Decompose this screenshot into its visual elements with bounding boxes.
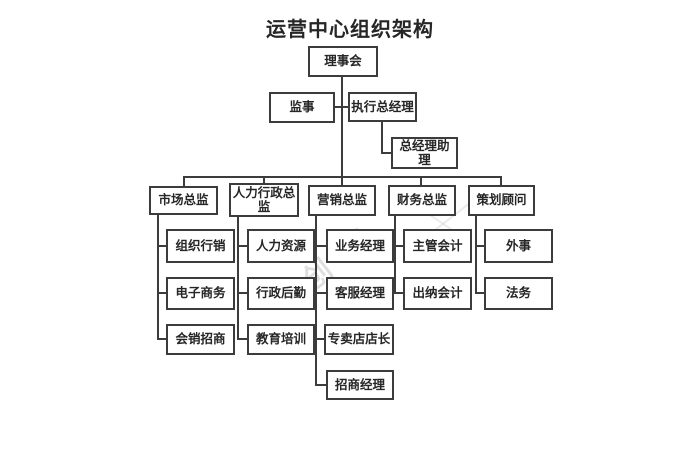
connector-child [394, 245, 403, 247]
node-org-marketing: 组织行销 [166, 229, 235, 263]
node-hr-admin-director: 人力行政总监 [229, 183, 299, 217]
node-cashier-accountant: 出纳会计 [403, 277, 472, 310]
connector-assistant [381, 152, 391, 154]
connector-stub-finance [420, 176, 422, 185]
chart-title: 运营中心组织架构 [266, 19, 434, 41]
node-store-manager: 专卖店店长 [324, 324, 394, 355]
connector-child [157, 292, 166, 294]
connector-child [157, 338, 166, 340]
connector-child [315, 245, 326, 247]
connector-child [237, 292, 247, 294]
node-gm-assistant: 总经理助理 [391, 137, 458, 169]
node-board: 理事会 [308, 46, 378, 77]
node-ecommerce: 电子商务 [166, 277, 235, 310]
connector-column-hr [237, 217, 239, 340]
node-business-manager: 业务经理 [326, 229, 394, 263]
connector-child [475, 292, 484, 294]
node-conference-sales: 会销招商 [166, 324, 235, 355]
connector-child [157, 245, 166, 247]
node-marketing-director: 营销总监 [308, 185, 376, 216]
connector-child [315, 384, 326, 386]
connector-child [475, 245, 484, 247]
connector-child [237, 338, 247, 340]
node-foreign-affairs: 外事 [484, 229, 553, 263]
node-chief-accountant: 主管会计 [403, 229, 472, 263]
connector-stub-market [183, 176, 185, 186]
node-human-resources: 人力资源 [247, 229, 315, 263]
connector-supervisor-executive [335, 106, 348, 108]
connector-child [394, 292, 403, 294]
node-supervisor: 监事 [269, 92, 335, 123]
connector-column-market [157, 215, 159, 340]
node-planning-consultant: 策划顾问 [468, 185, 535, 216]
connector-child [315, 338, 324, 340]
connector-column-planning [475, 216, 477, 294]
connector-stub-hr [263, 176, 265, 184]
connector-column-finance [394, 216, 396, 294]
node-finance-director: 财务总监 [388, 185, 456, 216]
node-market-director: 市场总监 [149, 186, 218, 215]
connector-trunk [341, 77, 343, 185]
connector-column-marketing [315, 216, 317, 386]
connector-stub-planning [500, 176, 502, 185]
node-investment-manager: 招商经理 [326, 370, 394, 400]
node-legal-affairs: 法务 [484, 277, 553, 310]
connector-child [315, 292, 326, 294]
node-education-training: 教育培训 [247, 324, 315, 355]
connector-child [237, 245, 247, 247]
connector-distribution [183, 176, 502, 178]
connector-executive-drop [381, 122, 383, 154]
node-customer-service-manager: 客服经理 [326, 277, 394, 310]
node-admin-logistics: 行政后勤 [247, 277, 315, 310]
node-executive-gm: 执行总经理 [348, 92, 417, 122]
